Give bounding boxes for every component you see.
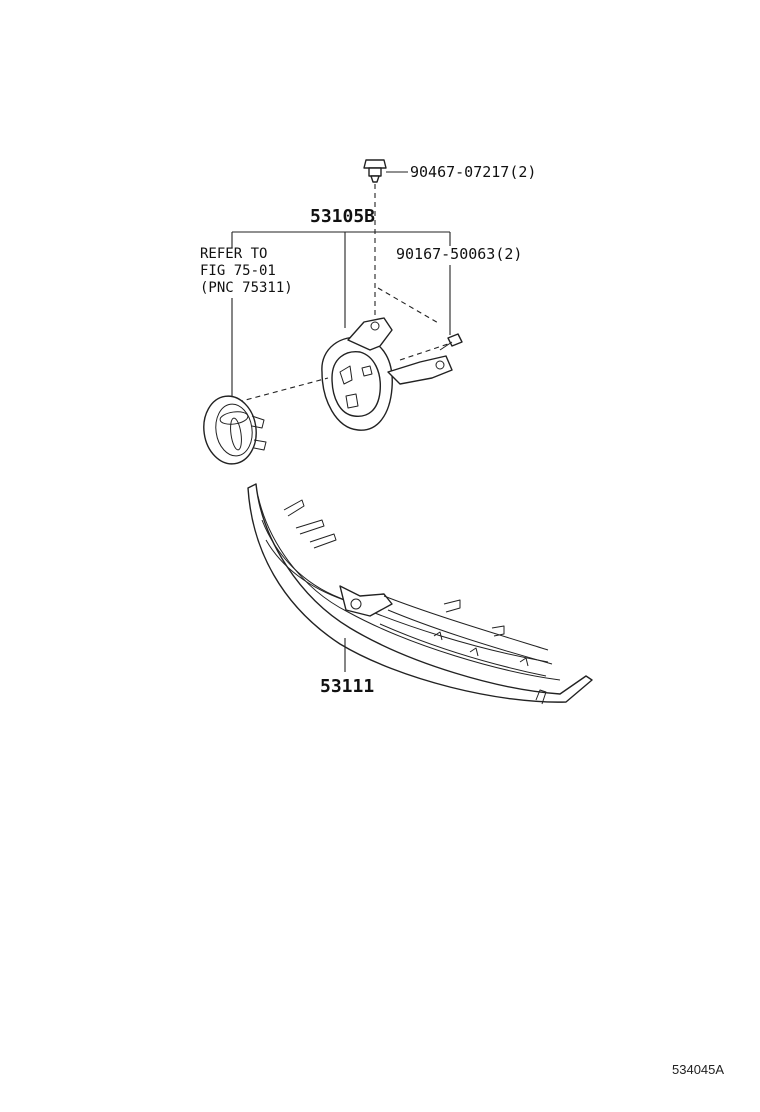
reference-line-3: (PNC 75311)	[200, 280, 293, 296]
label-bolt-side[interactable]: 90167-50063(2)	[396, 245, 522, 263]
dashed-emblem-bracket	[237, 377, 329, 403]
label-grille[interactable]: 53111	[320, 676, 374, 697]
reference-line-1: REFER TO	[200, 246, 267, 262]
label-bracket[interactable]: 53105B	[310, 206, 375, 227]
emblem-bracket-icon[interactable]	[321, 317, 453, 431]
label-bolt-top[interactable]: 90467-07217(2)	[410, 163, 536, 181]
toyota-emblem-icon[interactable]	[200, 393, 267, 468]
top-bolt-icon[interactable]	[363, 159, 387, 183]
radiator-grille-icon[interactable]	[247, 483, 593, 705]
reference-line-2: FIG 75-01	[200, 263, 276, 279]
diagram-id: 534045A	[672, 1062, 724, 1077]
dashed-assembly-1	[377, 287, 441, 325]
side-bolt-icon[interactable]	[439, 333, 463, 351]
